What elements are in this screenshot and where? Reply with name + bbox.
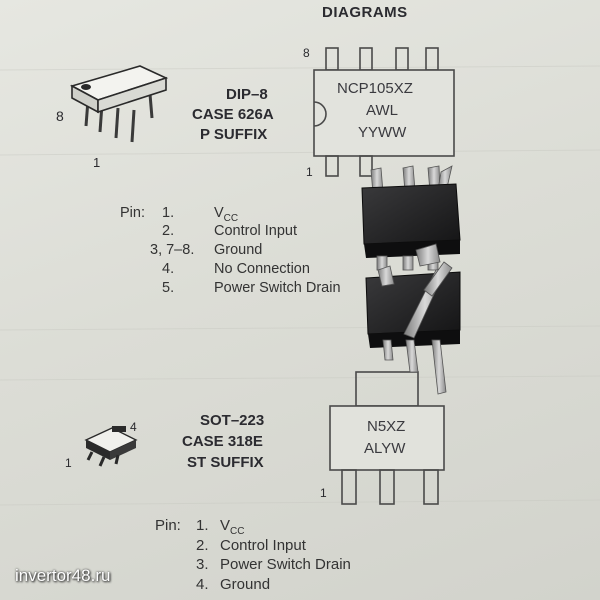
- dip8-pin-name: Control Input: [214, 223, 298, 239]
- section-title: DIAGRAMS: [322, 4, 408, 21]
- dip8-pins-title: Pin:: [120, 205, 145, 221]
- dip8-pin1-label: 1: [93, 155, 101, 170]
- sot223-pins-title: Pin:: [155, 517, 181, 534]
- sot223-pin-num: 4.: [196, 576, 209, 593]
- sot223-marking-line-2: ALYW: [364, 440, 406, 457]
- sot223-package-line-1: SOT–223: [200, 412, 265, 429]
- dip8-marking-pin1-label: 1: [306, 165, 313, 179]
- sot223-pin-num: 1.: [196, 517, 209, 534]
- sot223-pin-name: Control Input: [220, 537, 306, 554]
- dip8-marking-pin8-label: 8: [303, 46, 310, 60]
- dip8-pin-name: VCC: [214, 205, 239, 224]
- sot223-pin-num: 2.: [196, 537, 209, 554]
- dip8-package-line-1: DIP–8: [226, 86, 268, 103]
- watermark: invertor48.ru: [15, 566, 111, 585]
- dip8-chip-upper: [361, 183, 461, 258]
- dip8-pin-num: 1.: [162, 205, 175, 221]
- sot223-pin-name: Power Switch Drain: [220, 556, 351, 573]
- dip8-pin8-label: 8: [56, 108, 64, 124]
- sot223-pin1-label: 1: [65, 456, 72, 470]
- sot223-pin-name: VCC: [220, 517, 245, 537]
- dip8-marking-line-1: NCP105XZ: [337, 80, 413, 97]
- sot223-marking-pin1-label: 1: [320, 486, 327, 500]
- sot223-pin4-label: 4: [130, 420, 137, 434]
- sot223-pin-num: 3.: [196, 556, 209, 573]
- dip8-marking-line-2: AWL: [366, 102, 398, 119]
- dip8-pin-num: 2.: [162, 223, 175, 239]
- dip8-package-line-2: CASE 626A: [192, 106, 274, 123]
- sot223-package-line-2: CASE 318E: [182, 433, 263, 450]
- sot223-package-line-3: ST SUFFIX: [187, 454, 264, 471]
- dip8-pin-name: Power Switch Drain: [214, 280, 341, 296]
- dip8-pin-num: 3, 7–8.: [150, 242, 195, 258]
- dip8-pin-name: Ground: [214, 242, 263, 258]
- dip8-marking-line-3: YYWW: [358, 124, 407, 141]
- dip8-pin-name: No Connection: [214, 261, 310, 277]
- sot223-pin-name: Ground: [220, 576, 271, 593]
- sot223-marking-line-1: N5XZ: [367, 418, 406, 435]
- dip8-pin-num: 4.: [162, 261, 175, 277]
- dip8-pin-num: 5.: [162, 280, 175, 296]
- dip8-package-line-3: P SUFFIX: [200, 126, 268, 143]
